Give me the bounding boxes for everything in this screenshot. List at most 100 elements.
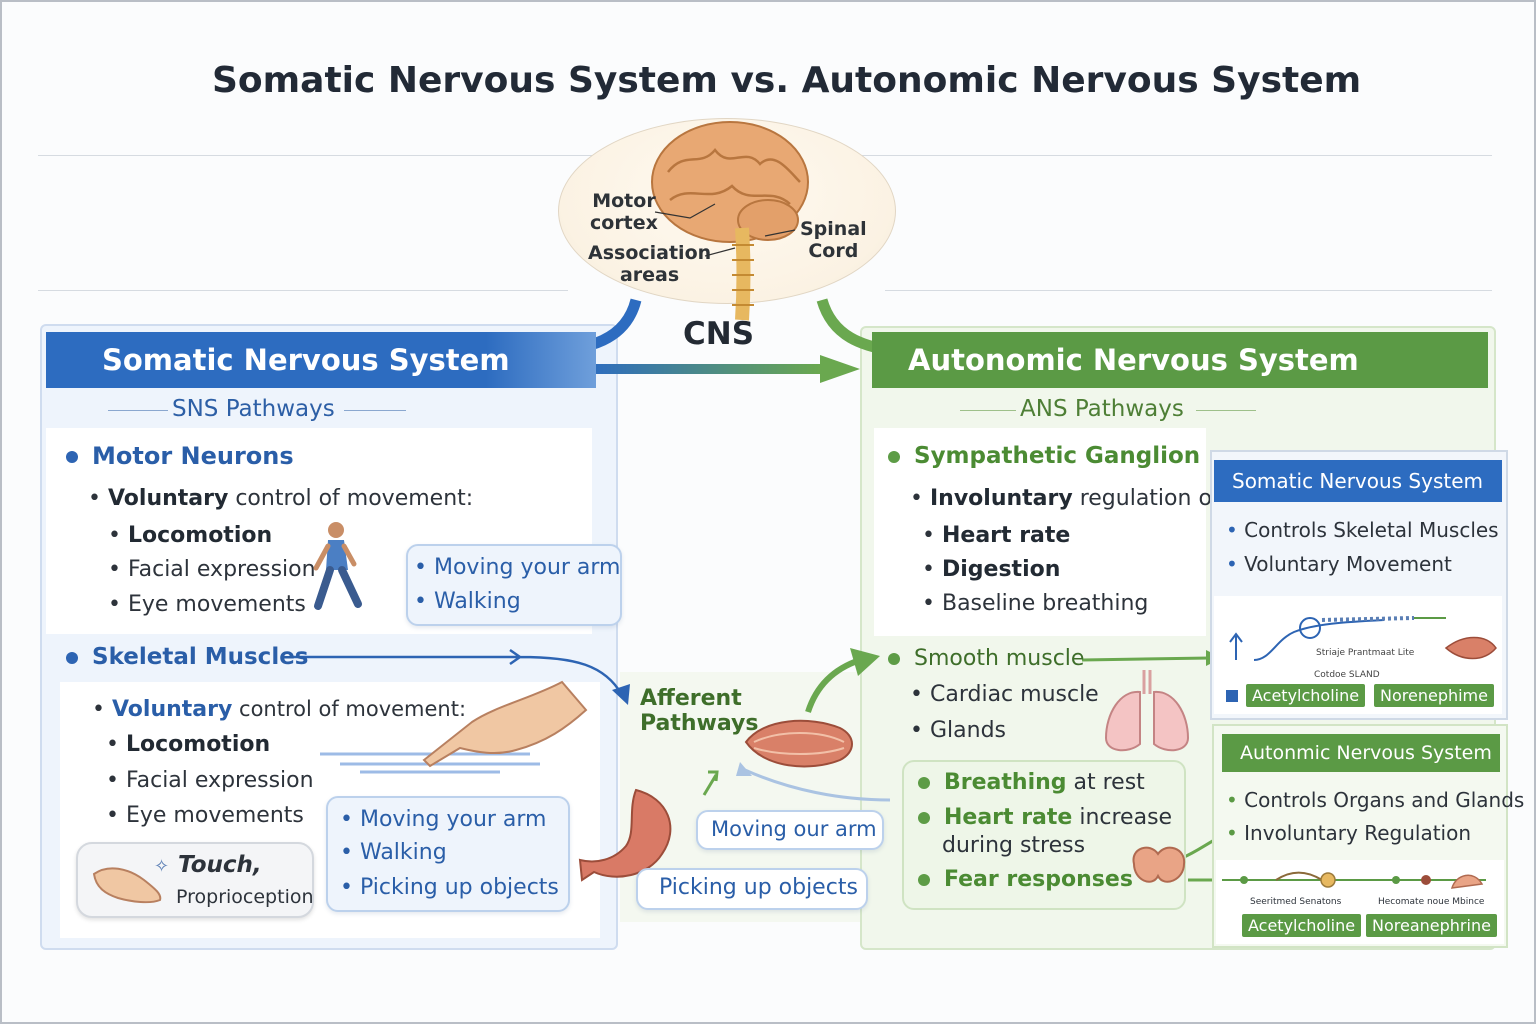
ganglion-item-1: • Heart rate [922,523,1071,548]
skeletal-arrow [290,648,624,696]
motor-example-2: • Walking [414,589,521,614]
smooth-to-card-arrow [1081,656,1211,662]
afferent-up-arrowhead [850,648,880,676]
sns-to-ans-arrowhead [820,355,860,383]
cns-label: CNS [683,316,755,352]
touch-hand-icon [92,867,162,904]
stomach-icon [578,788,672,882]
ganglion-bullet [888,450,900,463]
afferent-label: Afferent Pathways [640,686,759,736]
somatic-card-line-1: • Controls Skeletal Muscles [1226,518,1499,542]
ans-examples-callout [902,760,1186,910]
somatic-card-line-2: • Voluntary Movement [1226,552,1452,576]
skeletal-item-2: • Facial expression [106,768,314,793]
motor-cortex-label: Motor cortex [590,190,658,234]
middle-example-2: Picking up objects [659,875,858,900]
skeletal-intro: • Voluntary control of movement: [92,697,467,722]
ganglion-heading: Sympathetic Ganglion [888,443,1200,469]
touch-box [76,842,314,918]
pointing-hand-icon [320,680,588,774]
walking-person-icon [313,522,362,610]
sns-pathways-title: SNS Pathways [172,396,335,422]
ans-example-3: Fear responses [918,867,1133,892]
skeletal-example-2: • Walking [340,840,447,865]
somatic-neuron-diagram [1229,616,1497,661]
ans-pathways-title: ANS Pathways [1020,396,1184,422]
skeletal-arrowhead [612,684,630,705]
sns-banner: Somatic Nervous System [46,332,596,388]
association-areas-label: Association areas [588,242,712,286]
autonomic-neuron-diagram [1222,871,1486,889]
autonomic-card-title: Autonmic Nervous System [1222,734,1500,772]
spinal-cord-label: Spinal Cord [800,218,867,262]
touch-sparkle-icon: ✧ [154,856,170,877]
page-title: Somatic Nervous System vs. Autonomic Ner… [212,60,1362,101]
brain-leader-lines [654,203,796,257]
lungs-icon [1104,670,1190,752]
motor-leader [654,203,716,219]
motor-item-2: • Facial expression [108,557,316,582]
somatic-tag-acetylcholine: Acetylcholine [1246,684,1366,707]
autonomic-card-line-1: • Controls Organs and Glands [1226,788,1525,812]
ans-path-rule-right [1196,410,1256,411]
skeletal-example-3: • Picking up objects [340,875,559,900]
spinal-leader [764,229,796,237]
skeletal-muscles-heading: Skeletal Muscles [66,644,309,670]
ans-example-2: Heart rate increase [918,805,1172,830]
ganglion-item-3: • Baseline breathing [922,591,1149,616]
effector-item-2: • Glands [910,718,1006,743]
somatic-small-label-2: Cotdoe SLAND [1314,670,1380,680]
smooth-muscle-heading: Smooth muscle [888,646,1084,671]
ans-example-1: Breathing at rest [918,770,1145,795]
skeletal-examples-callout [326,796,570,912]
middle-example-1: Moving our arm [711,817,877,841]
skeletal-bullet [66,651,78,664]
ganglion-item-2: • Digestion [922,557,1061,582]
motor-neurons-heading: Motor Neurons [66,442,294,470]
autonomic-card-line-2: • Involuntary Regulation [1226,821,1472,845]
autonomic-tag-norepinephrine: Noreanephrine [1366,914,1497,937]
sns-to-ans-band [590,364,820,374]
brain-illustration [651,121,809,321]
skeletal-example-1: • Moving your arm [340,807,547,832]
touch-title: Touch, [178,852,262,878]
middle-example-2-box [636,868,868,910]
somatic-tag-norepinephrine: Norenephime [1374,684,1494,707]
ans-path-rule-left [960,410,1016,411]
sns-path-rule-left [108,410,168,411]
afferent-back-curve [744,768,891,802]
smooth-bullet [888,653,900,665]
brain-folds [667,147,801,205]
middle-example-1-box [696,810,884,850]
motor-neurons-bullet [66,451,78,463]
afferent-up-curve [805,657,862,713]
ans-example-2-line2: during stress [942,833,1086,858]
right-divider [885,290,1492,291]
brain-cerebellum [737,199,799,241]
muscle-icon [744,719,853,768]
touch-subtitle: Proprioception [176,886,314,908]
effector-item-1: • Cardiac muscle [910,682,1099,707]
somatic-small-label-1: Striaje Prantmaat Lite [1316,648,1415,658]
motor-item-3: • Eye movements [108,592,306,617]
autonomic-tag-acetylcholine: Acetylcholine [1242,914,1362,937]
motor-examples-callout [406,544,622,626]
gland-icon [1132,846,1186,883]
somatic-tag-marker [1226,690,1238,702]
motor-intro: • Voluntary control of movement: [88,486,474,511]
skeletal-item-3: • Eye movements [106,803,304,828]
skeletal-item-1: • Locomotion [106,732,271,757]
sns-path-rule-right [344,410,406,411]
left-divider [38,290,568,291]
motor-example-1: • Moving your arm [414,555,621,580]
ganglion-intro: • Involuntary regulation of: [910,486,1227,511]
ans-ganglion-area [874,428,1206,636]
motor-item-1: • Locomotion [108,523,273,548]
somatic-card-title: Somatic Nervous System [1214,460,1502,502]
autonomic-small-label-2: Hecomate noue Mbince [1378,897,1485,907]
autonomic-small-label-1: Seeritmed Senatons [1250,897,1342,907]
afferent-back-arrowhead [736,762,752,776]
association-leader [704,247,736,257]
ans-banner: Autonomic Nervous System [872,332,1488,388]
